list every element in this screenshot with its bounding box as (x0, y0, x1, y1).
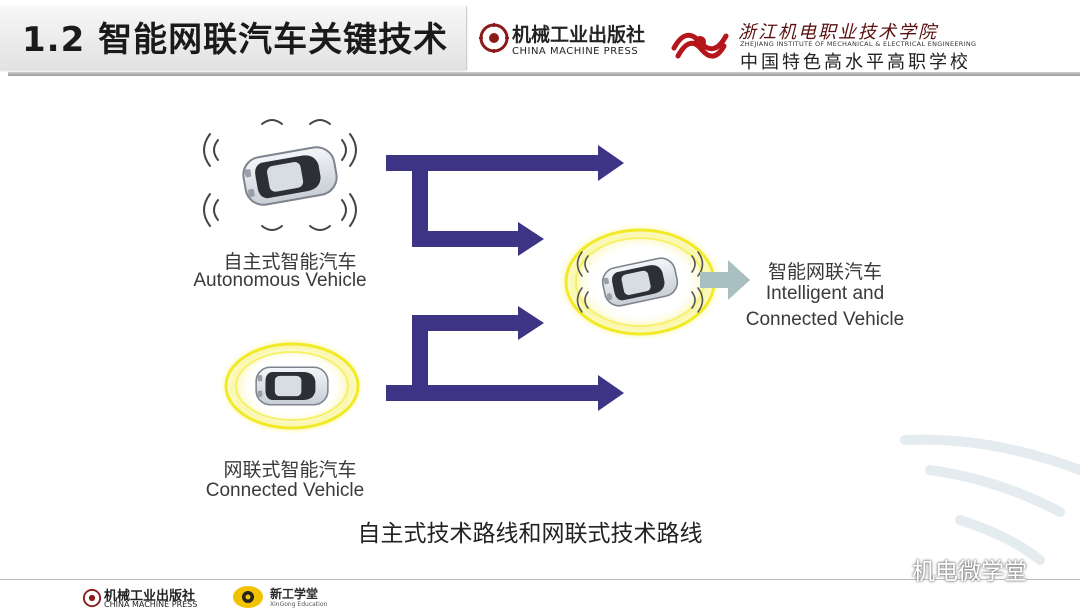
xingong-logo-icon (233, 586, 263, 608)
publisher-name-cn: 机械工业出版社 (512, 24, 646, 46)
xingong-name-cn: 新工学堂 (270, 587, 319, 601)
autonomous-car-icon (239, 143, 341, 209)
result-label-cn: 智能网联汽车 (767, 261, 882, 283)
footer-publisher-cn: 机械工业出版社 (104, 589, 196, 604)
diagram-caption: 自主式技术路线和网联式技术路线 (357, 521, 703, 547)
result-label-en-line2: Connected Vehicle (745, 309, 905, 330)
wechat-icon (880, 555, 906, 576)
header: 1.2 智能网联汽车关键技术 机械工业出版社 CHINA MACHINE PRE… (0, 0, 1080, 78)
header-divider (8, 72, 1080, 76)
sensor-wave-icon (576, 251, 704, 313)
xingong-name-en: XinGong Education (270, 601, 328, 608)
school-tagline: 中国特色高水平高职学校 (740, 52, 971, 73)
result-label-en-line1: Intelligent and (765, 283, 885, 304)
footer-divider (0, 579, 1080, 580)
connected-label-cn: 网联式智能汽车 (223, 459, 357, 481)
zhejiang-school-logo-icon (671, 32, 729, 59)
background-car-outline (900, 434, 1080, 565)
watermark-text: 机电微学堂 (912, 559, 1027, 585)
china-machine-press-logo-icon (479, 23, 509, 53)
route-arrows (386, 145, 624, 411)
autonomous-label-en: Autonomous Vehicle (193, 270, 367, 291)
page-title: 1.2 智能网联汽车关键技术 (22, 20, 449, 60)
connected-label-en: Connected Vehicle (205, 480, 365, 501)
technology-route-diagram (203, 119, 1080, 565)
connected-car-icon (255, 366, 329, 406)
china-machine-press-logo-icon (82, 588, 102, 608)
autonomous-label-cn: 自主式智能汽车 (223, 251, 357, 273)
school-name-calligraphy: 浙江机电职业技术学院 (738, 22, 938, 43)
title-box (0, 6, 467, 70)
publisher-name-en: CHINA MACHINE PRESS (512, 46, 639, 57)
school-name-en: ZHEJIANG INSTITUTE OF MECHANICAL & ELECT… (740, 40, 977, 48)
sensor-wave-icon (203, 119, 357, 231)
footer-publisher-en: CHINA MACHINE PRESS (104, 600, 198, 609)
result-arrow (700, 260, 750, 300)
